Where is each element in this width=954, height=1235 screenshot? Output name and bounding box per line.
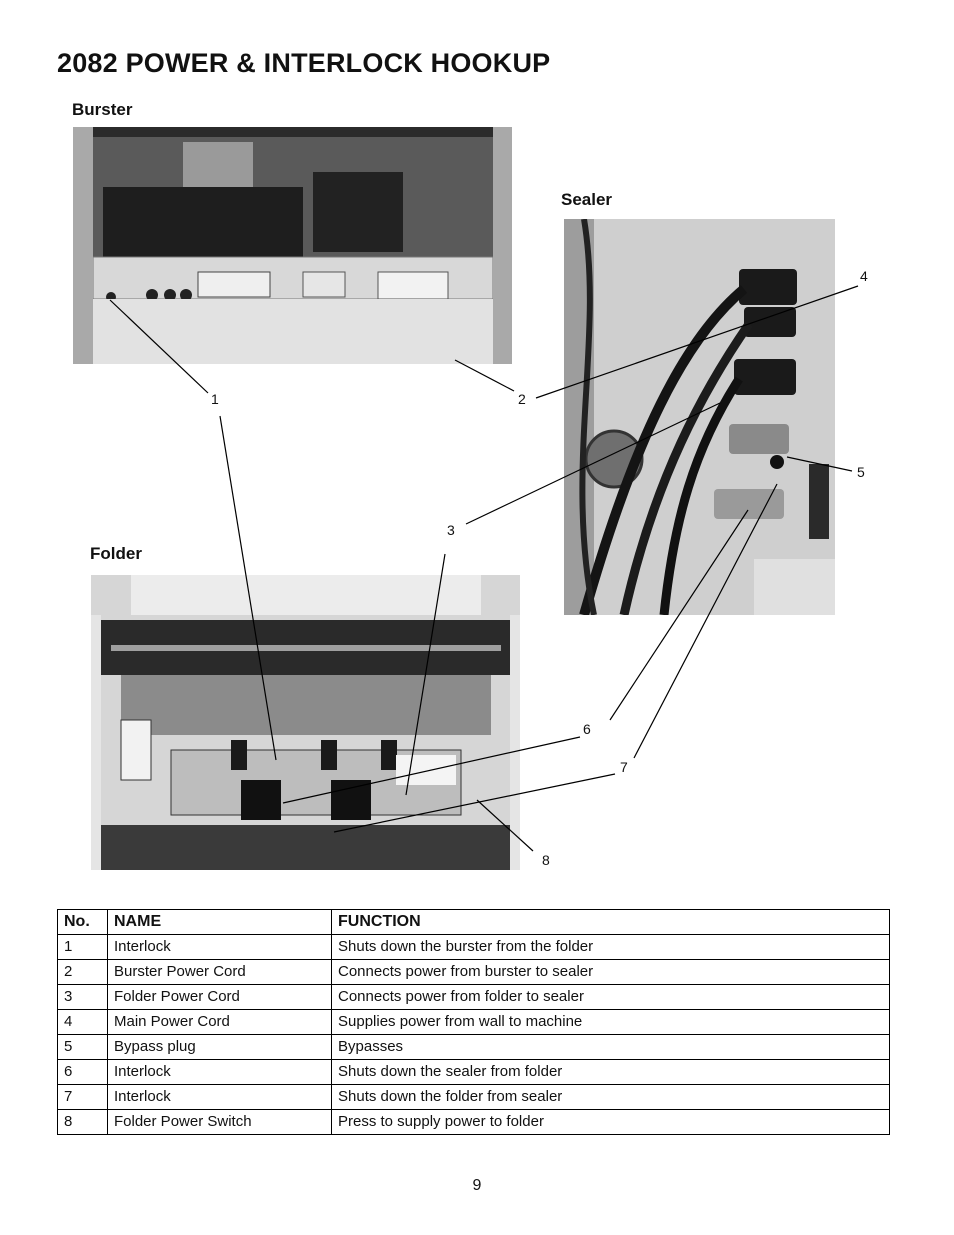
table-row: 6 Interlock Shuts down the sealer from f… — [57, 1059, 890, 1085]
callout-7: 7 — [620, 759, 628, 775]
cell-no: 4 — [57, 1009, 108, 1035]
cell-function: Press to supply power to folder — [331, 1109, 890, 1135]
cell-name: Interlock — [107, 1084, 332, 1110]
cell-no: 2 — [57, 959, 108, 985]
cell-name: Burster Power Cord — [107, 959, 332, 985]
table-row: 3 Folder Power Cord Connects power from … — [57, 984, 890, 1010]
page-number: 9 — [472, 1177, 482, 1194]
cell-no: 1 — [57, 934, 108, 960]
cell-function: Shuts down the sealer from folder — [331, 1059, 890, 1085]
cell-function: Supplies power from wall to machine — [331, 1009, 890, 1035]
cell-function: Bypasses — [331, 1034, 890, 1060]
table-row: 5 Bypass plug Bypasses — [57, 1034, 890, 1060]
table-row: 1 Interlock Shuts down the burster from … — [57, 934, 890, 960]
cell-no: 3 — [57, 984, 108, 1010]
burster-photo — [73, 127, 512, 364]
cell-name: Folder Power Switch — [107, 1109, 332, 1135]
cell-no: 7 — [57, 1084, 108, 1110]
sealer-label: Sealer — [561, 190, 613, 209]
cell-no: 5 — [57, 1034, 108, 1060]
cell-no: 6 — [57, 1059, 108, 1085]
cell-no: 8 — [57, 1109, 108, 1135]
callout-1: 1 — [211, 391, 219, 407]
callout-8: 8 — [542, 852, 550, 868]
cell-function: Shuts down the burster from the folder — [331, 934, 890, 960]
table-header-row: No. NAME FUNCTION — [57, 909, 890, 935]
callout-4: 4 — [860, 268, 868, 284]
callout-5: 5 — [857, 464, 865, 480]
folder-photo — [91, 575, 520, 870]
header-no: No. — [57, 909, 108, 935]
callout-3: 3 — [447, 522, 455, 538]
cell-name: Main Power Cord — [107, 1009, 332, 1035]
table-row: 7 Interlock Shuts down the folder from s… — [57, 1084, 890, 1110]
table-row: 8 Folder Power Switch Press to supply po… — [57, 1109, 890, 1135]
cell-name: Interlock — [107, 934, 332, 960]
cell-function: Connects power from folder to sealer — [331, 984, 890, 1010]
cell-name: Bypass plug — [107, 1034, 332, 1060]
folder-label: Folder — [90, 544, 142, 563]
table-row: 4 Main Power Cord Supplies power from wa… — [57, 1009, 890, 1035]
cell-function: Connects power from burster to sealer — [331, 959, 890, 985]
burster-label: Burster — [72, 100, 133, 119]
header-name: NAME — [107, 909, 332, 935]
page-title: 2082 POWER & INTERLOCK HOOKUP — [57, 48, 551, 78]
cell-name: Folder Power Cord — [107, 984, 332, 1010]
sealer-photo — [564, 219, 835, 615]
table-row: 2 Burster Power Cord Connects power from… — [57, 959, 890, 985]
callout-2: 2 — [518, 391, 526, 407]
parts-table: No. NAME FUNCTION 1 Interlock Shuts down… — [57, 909, 890, 1135]
cell-name: Interlock — [107, 1059, 332, 1085]
callout-6: 6 — [583, 721, 591, 737]
header-function: FUNCTION — [331, 909, 890, 935]
cell-function: Shuts down the folder from sealer — [331, 1084, 890, 1110]
